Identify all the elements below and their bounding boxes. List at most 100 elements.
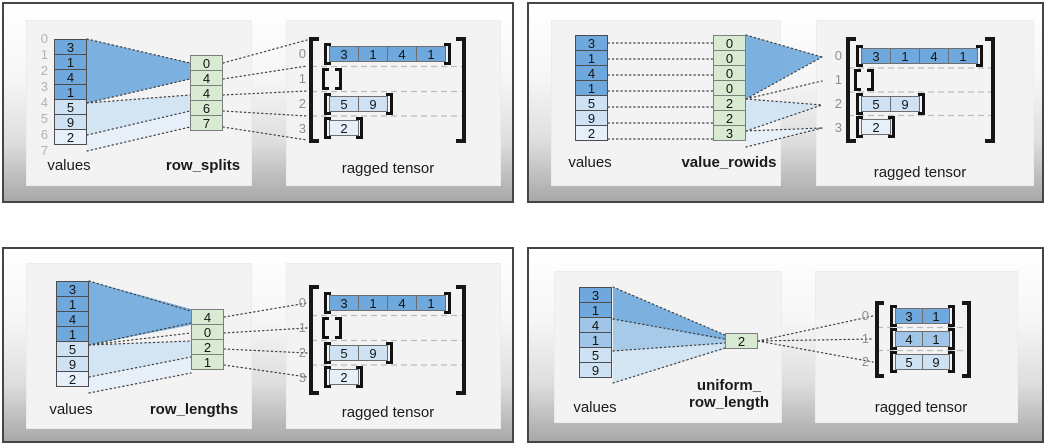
tensor-cell: 3 — [895, 308, 923, 324]
row-close-bracket — [444, 292, 451, 314]
dotted-connectors — [612, 286, 874, 384]
uniform-row-length-column: 2 — [725, 333, 758, 349]
row-index-label: 1 — [861, 331, 869, 346]
connector-overlay — [86, 38, 466, 152]
tensor-cell: 1 — [358, 295, 388, 311]
row-open-bracket — [890, 351, 897, 373]
connector-overlay — [612, 286, 969, 384]
row-open-bracket — [854, 69, 861, 91]
row-splits-cell: 4 — [190, 70, 223, 86]
method-label-line1: uniform_ — [696, 377, 762, 394]
row-separators — [877, 326, 969, 352]
row-open-bracket — [324, 366, 331, 388]
row-separators — [311, 65, 466, 117]
tensor-open-bracket — [309, 285, 319, 395]
value-cell: 4 — [54, 69, 87, 85]
tensor-label: ragged tensor — [341, 404, 435, 421]
value-index-label: 0 — [40, 31, 48, 46]
value-cell: 3 — [54, 39, 87, 55]
row-open-bracket — [856, 45, 863, 67]
row-open-bracket — [322, 317, 329, 339]
uniform-row-length-cell: 2 — [725, 333, 758, 349]
value-index-label: 6 — [40, 127, 48, 142]
value-rowids-cell: 2 — [713, 110, 746, 126]
tensor-cell: 5 — [861, 96, 891, 112]
value-cell: 4 — [579, 317, 612, 333]
tensor-close-bracket — [962, 301, 971, 378]
method-label: row_lengths — [149, 401, 239, 418]
row-open-bracket — [324, 292, 331, 314]
value-index-label: 7 — [40, 143, 48, 158]
tensor-cell: 5 — [329, 345, 359, 361]
value-cell: 1 — [579, 302, 612, 318]
value-cell: 1 — [54, 84, 87, 100]
row-splits-cell: 0 — [190, 55, 223, 71]
tensor-cell: 4 — [387, 295, 417, 311]
row-index-label: 2 — [834, 96, 842, 111]
row-separators — [848, 67, 995, 117]
row-lengths-cell: 1 — [191, 354, 224, 370]
method-label: row_splits — [165, 157, 241, 174]
row-index-label: 3 — [834, 120, 842, 135]
tensor-cell: 5 — [895, 354, 923, 370]
value-cell: 2 — [56, 371, 89, 387]
value-rowids-cell: 0 — [713, 35, 746, 51]
method-label-line2: row_length — [688, 394, 769, 411]
row-close-bracket — [888, 116, 895, 138]
value-index-label: 1 — [40, 47, 48, 62]
tensor-close-bracket — [456, 285, 466, 395]
row-open-bracket — [324, 342, 331, 364]
tensor-cell: 4 — [895, 331, 923, 347]
value-cell: 4 — [575, 65, 608, 81]
row-index-label: 0 — [298, 295, 306, 310]
row-open-bracket — [856, 93, 863, 115]
tensor-close-bracket — [985, 37, 995, 143]
tensor-cell: 9 — [358, 345, 388, 361]
value-cell: 9 — [575, 110, 608, 126]
fan-wedges — [89, 281, 191, 393]
value-rowids-cell: 3 — [713, 125, 746, 141]
tensor-cell: 2 — [329, 369, 359, 385]
value-cell: 3 — [575, 35, 608, 51]
row-close-bracket — [976, 45, 983, 67]
value-index-label: 2 — [40, 63, 48, 78]
row-index-label: 2 — [298, 96, 306, 111]
tensor-cell: 1 — [948, 48, 978, 64]
value-cell: 1 — [56, 326, 89, 342]
tensor-close-bracket — [456, 37, 466, 143]
row-index-label: 0 — [834, 48, 842, 63]
row-open-bracket — [890, 305, 897, 327]
fan-wedges — [746, 35, 822, 147]
row-close-bracket — [356, 366, 363, 388]
value-cell: 1 — [579, 332, 612, 348]
row-open-bracket — [324, 117, 331, 139]
value-cell: 9 — [579, 362, 612, 378]
row-close-bracket — [948, 305, 955, 327]
value-cell: 9 — [54, 114, 87, 130]
row-close-bracket — [335, 68, 342, 90]
row-index-label: 0 — [298, 46, 306, 61]
row-index-label: 3 — [298, 370, 306, 385]
value-cell: 1 — [54, 54, 87, 70]
value-index-label: 3 — [40, 79, 48, 94]
value-cell: 5 — [575, 95, 608, 111]
row-index-label: 0 — [861, 308, 869, 323]
